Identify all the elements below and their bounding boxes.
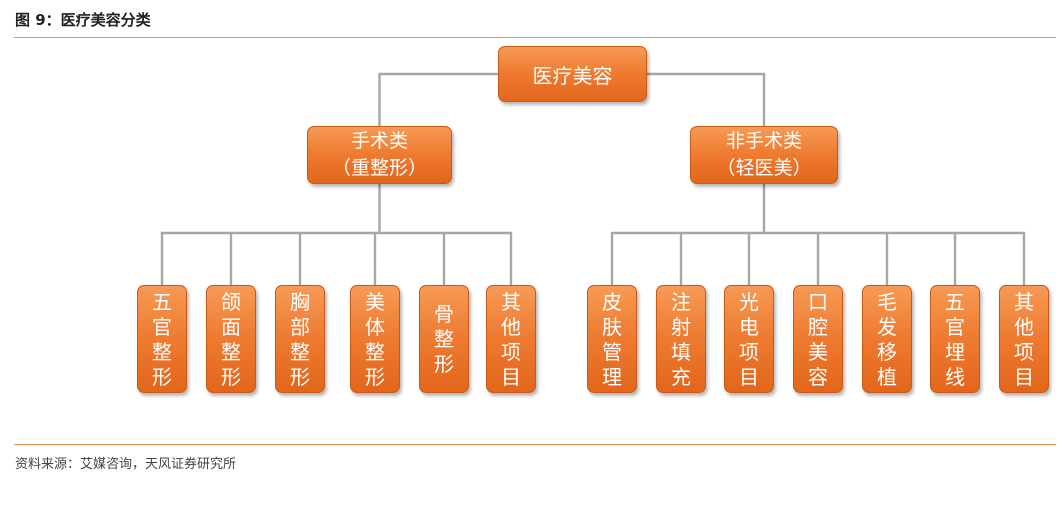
top-rule — [14, 37, 1056, 38]
leaf-node-char: 容 — [808, 364, 828, 389]
leaf-node-char: 美 — [808, 339, 828, 364]
leaf-node-char: 发 — [877, 314, 897, 339]
leaf-node-char: 目 — [739, 364, 759, 389]
source-note: 资料来源：艾媒咨询，天风证券研究所 — [15, 457, 237, 472]
leaf-node-char: 官 — [945, 314, 965, 339]
leaf-node-char: 理 — [602, 364, 622, 389]
leaf-node: 颌面整形 — [206, 285, 256, 393]
leaf-node-char: 毛 — [877, 289, 897, 314]
leaf-node-char: 电 — [739, 314, 759, 339]
leaf-node-char: 体 — [365, 314, 385, 339]
leaf-node: 五官整形 — [137, 285, 187, 393]
leaf-node-char: 注 — [671, 289, 691, 314]
leaf-node-char: 肤 — [602, 314, 622, 339]
leaf-node: 五官埋线 — [930, 285, 980, 393]
leaf-node: 胸部整形 — [275, 285, 325, 393]
leaf-node-char: 植 — [877, 364, 897, 389]
leaf-node-char: 其 — [1014, 289, 1034, 314]
leaf-node-char: 光 — [739, 289, 759, 314]
leaf-node-char: 充 — [671, 364, 691, 389]
leaf-node-char: 部 — [290, 314, 310, 339]
leaf-node: 皮肤管理 — [587, 285, 637, 393]
leaf-node-char: 埋 — [945, 339, 965, 364]
leaf-node-char: 项 — [739, 339, 759, 364]
leaf-node-char: 项 — [1014, 339, 1034, 364]
leaf-node-char: 腔 — [808, 314, 828, 339]
leaf-node-char: 整 — [221, 339, 241, 364]
branch-node-0: 手术类 （重整形） — [307, 126, 452, 184]
figure-title: 图 9：医疗美容分类 — [15, 11, 151, 29]
leaf-node-char: 形 — [152, 364, 172, 389]
leaf-node: 其他项目 — [486, 285, 536, 393]
leaf-node-char: 皮 — [602, 289, 622, 314]
branch-node-line: 手术类 — [350, 130, 408, 152]
branch-node-line: 非手术类 — [725, 130, 802, 152]
leaf-node-char: 移 — [877, 339, 897, 364]
leaf-node-char: 美 — [365, 289, 385, 314]
leaf-node: 毛发移植 — [862, 285, 912, 393]
leaf-node-char: 骨 — [434, 302, 454, 326]
branch-node-line: （轻医美） — [716, 157, 812, 179]
branch-node-line: （重整形） — [331, 157, 427, 179]
leaf-node-char: 面 — [221, 314, 241, 339]
leaf-node-char: 目 — [1014, 364, 1034, 389]
leaf-node-char: 整 — [290, 339, 310, 364]
leaf-node-char: 形 — [434, 352, 454, 376]
leaf-node-char: 整 — [434, 327, 454, 351]
leaf-node-char: 颌 — [221, 289, 241, 314]
leaf-node-char: 线 — [945, 364, 965, 389]
leaf-node: 光电项目 — [724, 285, 774, 393]
leaf-node: 美体整形 — [350, 285, 400, 393]
leaf-node-char: 射 — [671, 314, 691, 339]
leaf-node-char: 管 — [602, 339, 622, 364]
leaf-node: 其他项目 — [999, 285, 1049, 393]
leaf-node-char: 目 — [501, 364, 521, 389]
leaf-node: 注射填充 — [656, 285, 706, 393]
leaf-node-char: 形 — [365, 364, 385, 389]
leaf-node-char: 整 — [152, 339, 172, 364]
leaf-node: 骨整形 — [419, 285, 469, 393]
leaf-node-char: 他 — [501, 314, 521, 339]
leaf-node-char: 填 — [671, 339, 691, 364]
leaf-node-char: 官 — [152, 314, 172, 339]
leaf-node-char: 形 — [290, 364, 310, 389]
root-node: 医疗美容 — [498, 46, 647, 102]
leaf-node: 口腔美容 — [793, 285, 843, 393]
leaf-node-char: 项 — [501, 339, 521, 364]
root-node-label: 医疗美容 — [532, 63, 613, 88]
leaf-node-char: 五 — [945, 289, 965, 314]
leaf-node-char: 整 — [365, 339, 385, 364]
leaf-node-char: 胸 — [290, 289, 310, 314]
leaf-node-char: 他 — [1014, 314, 1034, 339]
leaf-node-char: 口 — [808, 289, 828, 314]
leaf-node-char: 五 — [152, 289, 172, 314]
leaf-node-char: 其 — [501, 289, 521, 314]
branch-node-1: 非手术类 （轻医美） — [690, 126, 838, 184]
bottom-rule — [14, 444, 1056, 445]
leaf-node-char: 形 — [221, 364, 241, 389]
